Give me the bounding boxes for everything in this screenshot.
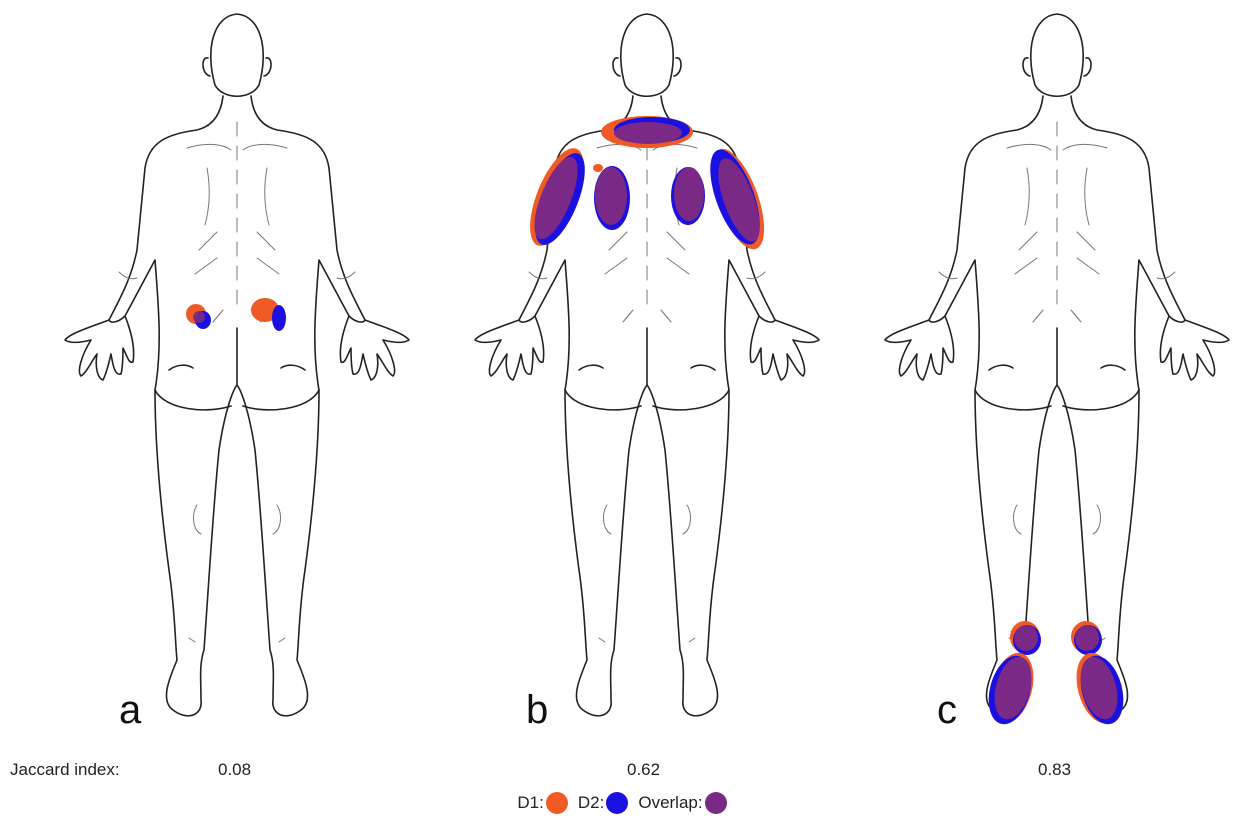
body-outline-c — [885, 14, 1229, 716]
body-outline-a — [65, 14, 409, 716]
legend-item-d1: D1: — [517, 792, 571, 814]
pain-regions-b — [519, 116, 775, 256]
jaccard-index-label: Jaccard index: — [10, 760, 120, 780]
legend-swatch-d2 — [606, 792, 628, 814]
legend-swatch-d1 — [546, 792, 568, 814]
legend-swatch-overlap — [705, 792, 727, 814]
legend-label-overlap: Overlap: — [638, 793, 702, 813]
legend-label-d1: D1: — [517, 793, 543, 813]
pain-regions-c — [982, 621, 1131, 729]
panel-letter-b: b — [526, 690, 548, 730]
legend-item-overlap: Overlap: — [638, 792, 730, 814]
legend-label-d2: D2: — [578, 793, 604, 813]
jaccard-value-a: 0.08 — [218, 760, 251, 780]
legend: D1: D2: Overlap: — [0, 790, 1248, 816]
pain-regions-a — [186, 298, 286, 331]
jaccard-value-b: 0.62 — [627, 760, 660, 780]
legend-item-d2: D2: — [578, 792, 632, 814]
jaccard-value-c: 0.83 — [1038, 760, 1071, 780]
panel-letter-a: a — [119, 690, 141, 730]
panel-letter-c: c — [937, 690, 957, 730]
